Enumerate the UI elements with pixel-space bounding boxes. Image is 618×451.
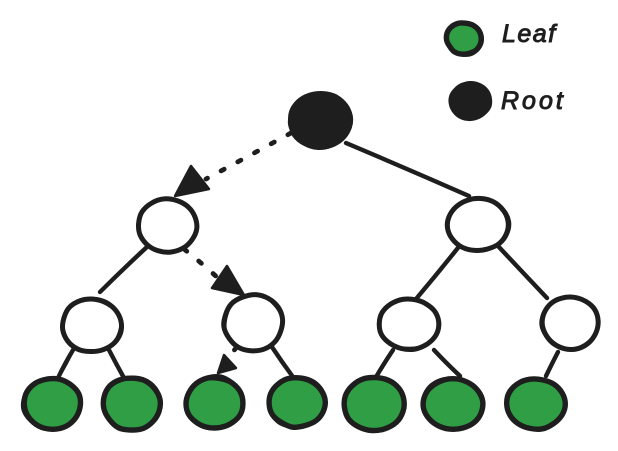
svg-text:Leaf: Leaf (502, 20, 558, 48)
svg-text:Root: Root (501, 87, 566, 115)
